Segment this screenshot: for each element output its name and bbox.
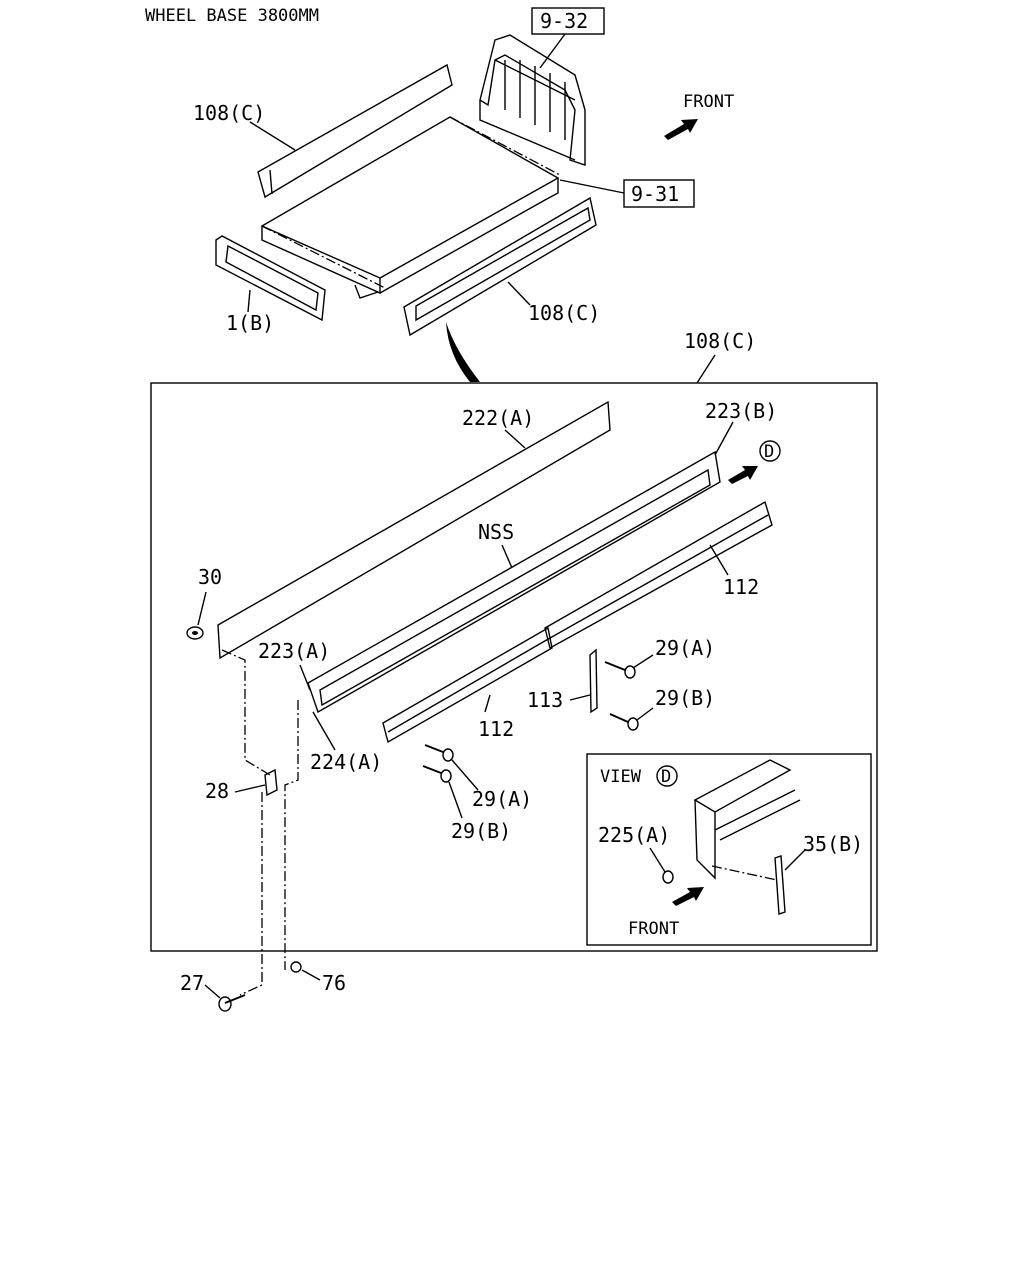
ref-box-9-32[interactable] <box>531 7 605 35</box>
label-113: 113 <box>527 688 563 712</box>
bolt-225a <box>662 870 674 884</box>
ref-9-31-label: 9-31 <box>631 182 679 206</box>
bolt-29a-upper <box>604 661 636 679</box>
bracket-113 <box>589 648 598 714</box>
label-27: 27 <box>180 971 204 995</box>
label-223b: 223(B) <box>705 399 777 423</box>
bolt-29b-upper <box>609 713 639 731</box>
headboard-assembly <box>479 34 586 166</box>
label-223a: 223(A) <box>258 639 330 663</box>
nut-30 <box>186 626 204 640</box>
detail-callout-label: 108(C) <box>684 329 756 353</box>
tailgate <box>215 235 326 322</box>
view-d-inset-marker-icon <box>656 765 678 787</box>
view-d-inset-mark: D <box>661 767 671 787</box>
side-right-label: 108(C) <box>528 301 600 325</box>
side-frame-nss <box>307 450 721 714</box>
chain-line-left <box>221 649 271 776</box>
view-d-mark: D <box>764 442 774 462</box>
view-d-title: VIEW <box>600 767 642 787</box>
right-side-board <box>403 196 597 337</box>
chain-line-pin <box>239 792 263 996</box>
view-d-frame-end <box>693 759 801 880</box>
washer-76 <box>290 961 302 973</box>
hinge-28 <box>264 768 278 797</box>
label-28: 28 <box>205 779 229 803</box>
tailgate-label: 1(B) <box>226 311 274 335</box>
left-side-board <box>257 63 453 199</box>
bolt-29a-lower <box>424 744 454 762</box>
label-224a: 224(A) <box>310 750 382 774</box>
detail-frame <box>150 382 878 952</box>
ref-box-9-31[interactable] <box>623 179 695 208</box>
label-30: 30 <box>198 565 222 589</box>
label-29b-upper: 29(B) <box>655 686 715 710</box>
label-225a: 225(A) <box>598 823 670 847</box>
label-112-right: 112 <box>723 575 759 599</box>
view-d-inset <box>586 753 872 946</box>
label-29a-upper: 29(A) <box>655 636 715 660</box>
view-d-dash <box>711 865 778 881</box>
label-29b-lower: 29(B) <box>451 819 511 843</box>
side-left-label: 108(C) <box>193 101 265 125</box>
label-112-lower: 112 <box>478 717 514 741</box>
view-d-front-label: FRONT <box>628 919 679 939</box>
pin-27 <box>218 994 246 1012</box>
rail-112-right <box>544 500 773 650</box>
detail-arrow-icon <box>446 322 480 382</box>
label-76: 76 <box>322 971 346 995</box>
label-29a-lower: 29(A) <box>472 787 532 811</box>
view-d-front-arrow-icon <box>672 887 704 906</box>
floor-platform <box>260 116 561 299</box>
chain-line-right <box>284 700 299 970</box>
view-d-arrow-icon <box>728 466 758 484</box>
front-arrow-icon <box>664 119 698 140</box>
bolt-29b-lower <box>422 765 452 783</box>
rail-112-left <box>382 626 553 744</box>
view-d-marker-icon <box>759 440 781 462</box>
label-222a: 222(A) <box>462 406 534 430</box>
ref-9-32-label: 9-32 <box>540 9 588 33</box>
label-35b: 35(B) <box>803 832 863 856</box>
panel-222a <box>217 400 611 660</box>
front-label-top: FRONT <box>683 92 734 112</box>
wheel-base-title: WHEEL BASE 3800MM <box>145 6 319 26</box>
label-nss: NSS <box>478 520 514 544</box>
bracket-35b <box>774 855 786 915</box>
